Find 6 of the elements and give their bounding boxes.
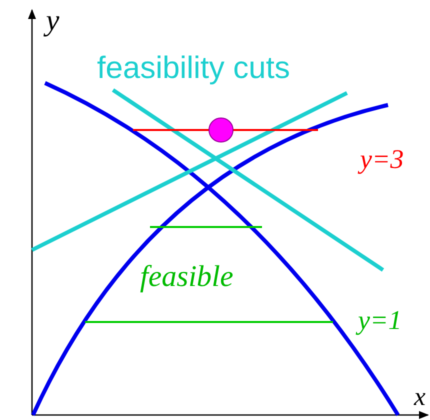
axis-label: x — [414, 384, 426, 410]
axis-label: y — [46, 6, 60, 36]
region-label: feasible — [140, 262, 234, 292]
level-label: y=3 — [360, 146, 404, 173]
cuts-label: feasibility cuts — [97, 52, 290, 83]
level-label: y=1 — [358, 307, 402, 334]
